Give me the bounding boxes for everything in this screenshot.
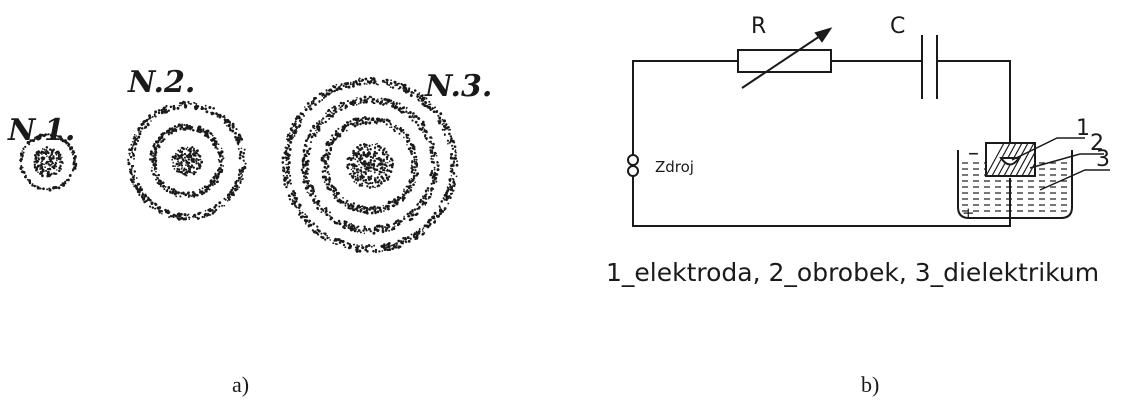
electrode-tip	[999, 157, 1021, 166]
figure-n1-dots	[19, 133, 78, 192]
callout-3-label: 3	[1096, 147, 1110, 172]
circuit-wires	[632, 60, 1011, 227]
figure-n3-label: N.3.	[424, 69, 492, 104]
leader-2	[1029, 153, 1104, 169]
wire-bottom	[632, 174, 1011, 227]
resistor-arrow-head	[814, 27, 833, 43]
leader-1	[1011, 137, 1085, 161]
source-terminals	[627, 154, 639, 177]
source-label: Zdroj	[655, 158, 694, 176]
panel-b: R C Zdroj – + 1 2 3 1_elektroda, 2_obrob…	[606, 14, 1110, 397]
resistor-body	[737, 49, 832, 73]
resistor-arrow-line	[741, 31, 827, 89]
capacitor	[921, 35, 938, 99]
legend-text: 1_elektroda, 2_obrobek, 3_dielektrikum	[606, 258, 1099, 287]
figure-n2-dots	[127, 100, 247, 221]
figure-n3-dots	[281, 76, 459, 254]
panel-b-labels: R C Zdroj – + 1 2 3 1_elektroda, 2_obrob…	[606, 14, 1110, 397]
wire-left-top	[632, 60, 738, 155]
figure-n2: N.2.	[127, 65, 247, 221]
panel-b-sublabel: b)	[861, 372, 879, 397]
panel-a: N.1. N.2. N.3. a)	[7, 65, 492, 397]
callout-2-label: 2	[1090, 131, 1104, 156]
plus-label: +	[962, 204, 975, 222]
resistor-label: R	[751, 14, 766, 39]
figure-n1: N.1.	[7, 113, 78, 192]
figure-n1-label: N.1.	[7, 113, 75, 148]
tank-vessel	[957, 150, 1073, 219]
leader-3	[1039, 169, 1110, 191]
figure-n2-label: N.2.	[127, 65, 195, 100]
wire-c-to-electrode	[937, 60, 1011, 164]
callout-1-label: 1	[1076, 116, 1090, 141]
panel-a-sublabel: a)	[232, 372, 249, 397]
capacitor-label: C	[890, 14, 905, 39]
dielectric-tank	[957, 142, 1073, 219]
callout-leaders	[1011, 137, 1110, 191]
terminal-top	[627, 154, 639, 166]
figure-n3: N.3.	[281, 69, 492, 254]
terminal-bottom	[627, 165, 639, 177]
minus-label: –	[968, 141, 979, 166]
variable-resistor	[737, 27, 833, 89]
